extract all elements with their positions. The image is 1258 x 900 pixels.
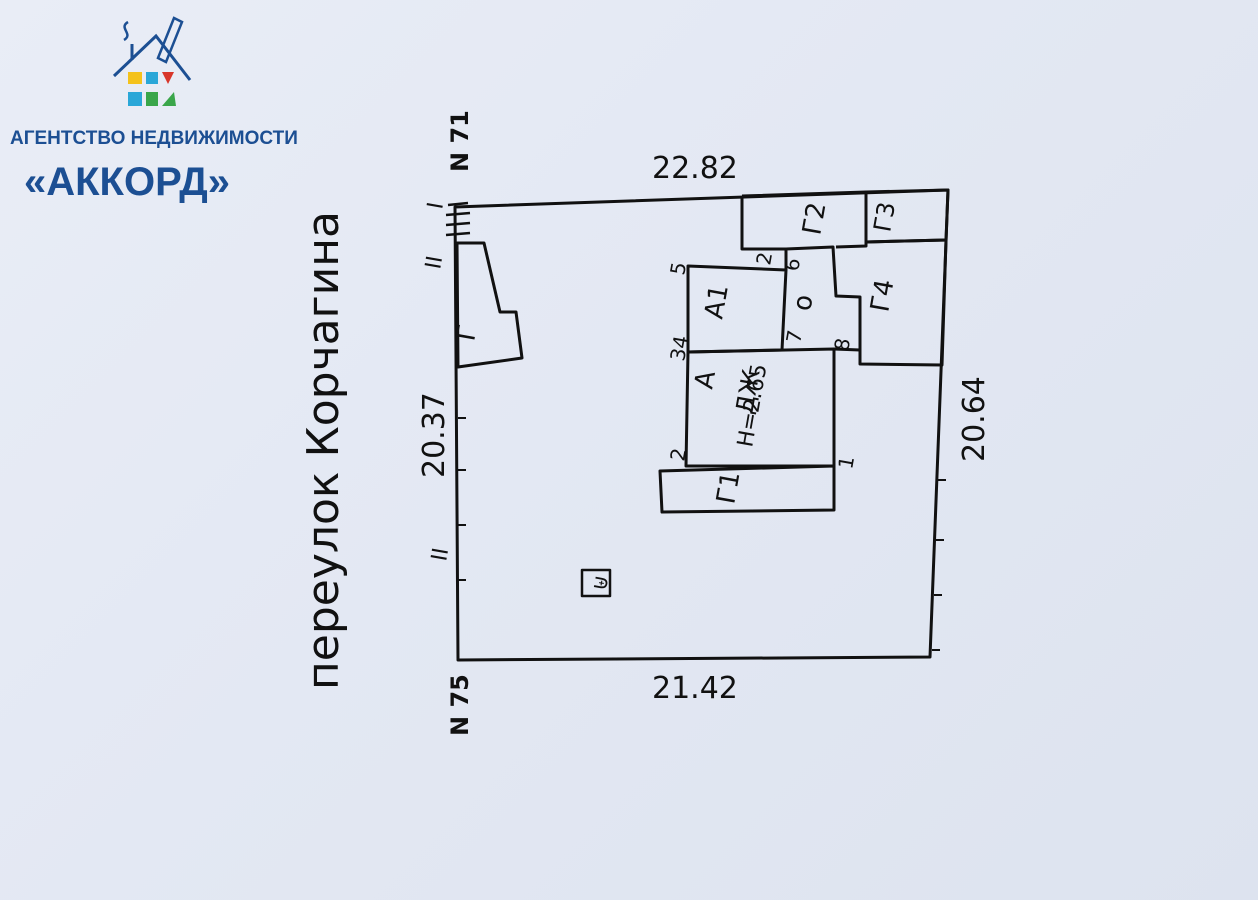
- mark-i-top: I: [423, 200, 449, 211]
- dimension-bottom: 21.42: [652, 671, 738, 706]
- mark-ii-top: II: [421, 254, 448, 271]
- dimension-top: 22.82: [652, 151, 738, 186]
- agency-logo: АГЕНТСТВО НЕДВИЖИМОСТИ «АККОРД»: [0, 0, 330, 220]
- building-g: [455, 241, 524, 369]
- neighbor-bottom-label: N 75: [446, 674, 474, 736]
- street-label: переулок Корчагина: [298, 211, 349, 690]
- neighbor-top-label: N 71: [446, 110, 474, 172]
- point-8: 8: [829, 336, 855, 353]
- plot-boundary: [453, 188, 950, 662]
- building-o: [740, 196, 862, 352]
- point-34: 34: [665, 334, 693, 363]
- label-a1: А1: [699, 282, 735, 321]
- point-5: 5: [665, 260, 691, 277]
- point-6: 6: [779, 256, 805, 273]
- mark-ii-left: II: [427, 546, 454, 563]
- building-g1: [658, 464, 836, 514]
- house-logo-icon: [112, 16, 192, 106]
- point-7: 7: [781, 328, 807, 345]
- well-symbol-box: [580, 568, 612, 598]
- label-g1: Г1: [711, 469, 746, 506]
- dimension-left: 20.37: [417, 392, 452, 478]
- agency-tagline: АГЕНТСТВО НЕДВИЖИМОСТИ: [10, 128, 298, 149]
- label-g4: Г4: [865, 277, 900, 314]
- point-2: 2: [665, 446, 691, 463]
- point-top: 2: [751, 250, 777, 267]
- well-symbol: ⊎: [587, 573, 614, 593]
- point-1: 1: [833, 454, 859, 471]
- label-o: о: [787, 292, 819, 313]
- label-a: А: [689, 368, 722, 391]
- label-g3: Г3: [868, 200, 901, 234]
- label-g2: Г2: [797, 200, 832, 237]
- label-g: Г: [451, 322, 483, 343]
- dimension-right: 20.64: [957, 376, 992, 462]
- agency-name: «АККОРД»: [24, 160, 230, 204]
- building-g4: [858, 238, 948, 367]
